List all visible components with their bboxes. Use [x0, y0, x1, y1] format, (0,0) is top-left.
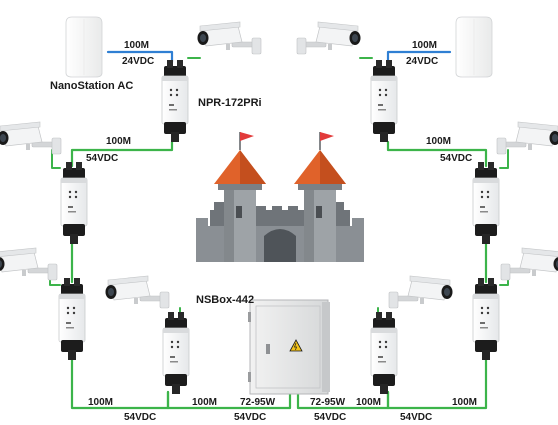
poe-repeater-icon — [371, 60, 397, 142]
label-voltage-bottom-center-right: 54VDC — [314, 412, 346, 423]
ptz-camera-icon — [497, 122, 558, 154]
green-link-bottom-left — [72, 356, 168, 408]
ptz-camera-icon — [0, 248, 57, 280]
ptz-camera-icon — [389, 276, 453, 308]
ptz-camera-icon — [106, 276, 170, 308]
poe-repeater-icon — [473, 278, 499, 360]
poe-repeater-icon — [163, 312, 189, 394]
label-nsbox: NSBox-442 — [196, 294, 254, 306]
poe-repeater-icon — [162, 60, 188, 142]
label-power-bottom-left: 72-95W — [240, 397, 275, 408]
poe-repeater-icon — [59, 278, 85, 360]
ptz-camera-icon — [297, 22, 361, 54]
ptz-camera-icon — [0, 122, 61, 154]
label-speed-mid-left: 100M — [106, 136, 131, 147]
nsbox-cabinet-icon — [248, 300, 330, 394]
label-voltage-bottom-center-left: 54VDC — [234, 412, 266, 423]
label-voltage-top-left: 24VDC — [122, 56, 154, 67]
label-voltage-bottom-left-outer: 54VDC — [124, 412, 156, 423]
nanostation-icon — [66, 17, 102, 77]
label-speed-mid-right: 100M — [426, 136, 451, 147]
label-power-bottom-right: 72-95W — [310, 397, 345, 408]
label-voltage-bottom-right-outer: 54VDC — [400, 412, 432, 423]
label-speed-top-left: 100M — [124, 40, 149, 51]
ptz-camera-icon — [501, 248, 558, 280]
label-npr: NPR-172PRi — [198, 97, 262, 109]
poe-repeater-icon — [61, 162, 87, 244]
poe-repeater-icon — [473, 162, 499, 244]
label-voltage-top-right: 24VDC — [406, 56, 438, 67]
label-speed-bottom-right-outer: 100M — [452, 397, 477, 408]
label-speed-bottom-left-outer: 100M — [88, 397, 113, 408]
label-voltage-mid-left: 54VDC — [86, 153, 118, 164]
label-voltage-mid-right: 54VDC — [440, 153, 472, 164]
label-nanostation: NanoStation AC — [50, 80, 133, 92]
castle-icon — [196, 132, 364, 262]
label-speed-bottom-right-inner: 100M — [356, 397, 381, 408]
nanostation-icon — [456, 17, 492, 77]
label-speed-bottom-left-inner: 100M — [192, 397, 217, 408]
poe-repeater-icon — [371, 312, 397, 394]
label-speed-top-right: 100M — [412, 40, 437, 51]
ptz-camera-icon — [198, 22, 262, 54]
